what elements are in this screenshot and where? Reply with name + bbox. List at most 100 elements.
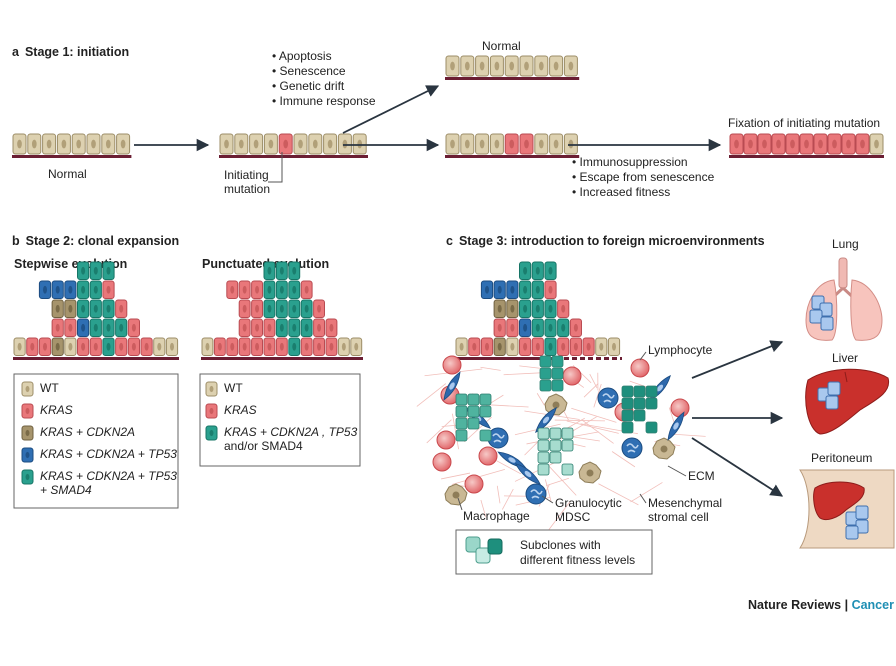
epithelial-cell (249, 133, 264, 155)
punctuated-legend-box (199, 373, 361, 467)
epithelial-cell (64, 280, 77, 299)
lymphocyte-pointer (639, 351, 647, 361)
negative-forces-list: • Apoptosis • Senescence • Genetic drift… (272, 49, 376, 108)
peritoneum-icon (799, 469, 895, 549)
epithelial-cell (595, 337, 608, 356)
liver-metastasis-icon (817, 381, 841, 410)
subclone-legend-line-2: different fitness levels (520, 553, 635, 567)
epithelial-cell (238, 299, 251, 318)
epithelial-cell (12, 133, 27, 155)
epithelial-cell (77, 299, 90, 318)
epithelial-cell (234, 133, 249, 155)
subclone-cluster (537, 427, 574, 476)
epithelial-cell (275, 261, 288, 280)
epithelial-cell (506, 299, 519, 318)
epithelial-cell (519, 337, 532, 356)
epithelial-cell (544, 261, 557, 280)
epithelial-cell (300, 299, 313, 318)
epithelial-cell (489, 133, 504, 155)
epithelial-cell (468, 337, 481, 356)
epithelial-cell (115, 318, 128, 337)
epithelial-cell (89, 280, 102, 299)
epithelial-cell (251, 318, 264, 337)
epithelial-cell (275, 318, 288, 337)
upper-normal-label: Normal (482, 39, 521, 53)
epithelial-cell (300, 280, 313, 299)
epithelial-cell (460, 133, 475, 155)
epithelial-cell (64, 299, 77, 318)
epithelial-cell (288, 318, 301, 337)
epithelial-cell (531, 261, 544, 280)
mdsc-cell (525, 483, 547, 505)
subclone-legend-line-1: Subclones with (520, 538, 601, 552)
epithelial-cell (300, 337, 313, 356)
basement-membrane (455, 357, 555, 360)
epithelial-cell (352, 133, 367, 155)
epithelial-cell (77, 261, 90, 280)
epithelial-cell (519, 299, 532, 318)
epithelial-cell (293, 133, 308, 155)
epithelial-cell (813, 133, 828, 155)
force-item: • Increased fitness (572, 185, 670, 199)
epithelial-cell (531, 318, 544, 337)
epithelial-cell (201, 337, 214, 356)
epithelial-cell (455, 337, 468, 356)
epithelial-cell (493, 318, 506, 337)
epithelial-cell (531, 337, 544, 356)
epithelial-cell (493, 280, 506, 299)
legend-label: KRAS + CDKN2A + TP53 (40, 469, 177, 483)
epithelial-cell (323, 133, 338, 155)
epithelial-cell (263, 337, 276, 356)
epithelial-cell (729, 133, 744, 155)
legend-label: KRAS (224, 403, 257, 417)
epithelial-cell (51, 299, 64, 318)
legend-label: KRAS (40, 403, 73, 417)
epithelial-cell (102, 299, 115, 318)
epithelial-cell (77, 318, 90, 337)
epithelial-cell (531, 299, 544, 318)
basement-membrane (445, 77, 580, 80)
epithelial-cell (855, 133, 870, 155)
organ-label-liver: Liver (832, 351, 858, 365)
epithelial-cell (263, 261, 276, 280)
legend-label: WT (40, 381, 59, 395)
macrophage-cell (652, 437, 676, 460)
epithelium-normal (12, 133, 132, 158)
epithelial-cell (549, 133, 564, 155)
epithelial-cell (213, 337, 226, 356)
epithelial-cell (278, 133, 293, 155)
epithelial-cell (519, 133, 534, 155)
initiating-pointer (268, 152, 283, 183)
basement-membrane (729, 155, 884, 158)
epithelial-cell (38, 337, 52, 356)
microenvironment-cells (432, 355, 690, 506)
stepwise-cell-stack (13, 261, 179, 360)
epithelial-cell (275, 337, 288, 356)
epithelial-cell (582, 337, 595, 356)
epithelial-cell (115, 337, 128, 356)
epithelial-cell (569, 337, 582, 356)
epithelial-cell (841, 133, 856, 155)
epithelial-cell (77, 280, 90, 299)
organ-label-peritoneum: Peritoneum (811, 451, 872, 465)
epithelial-cell (504, 133, 519, 155)
epithelial-cell (531, 280, 544, 299)
epithelial-cell (519, 318, 532, 337)
epithelial-cell (205, 381, 218, 397)
epithelial-cell (51, 280, 64, 299)
lymphocyte-label: Lymphocyte (648, 343, 713, 357)
epithelial-cell (140, 337, 153, 356)
epithelial-cell (89, 299, 102, 318)
epithelial-cell (42, 133, 57, 155)
epithelial-cell (288, 280, 301, 299)
epithelial-cell (544, 337, 557, 356)
epithelial-cell (263, 133, 278, 155)
epithelial-cell (205, 403, 218, 419)
epithelial-cell (89, 318, 102, 337)
granulocytic-label-1: Granulocytic (555, 496, 622, 510)
legend-label: WT (224, 381, 243, 395)
epithelial-cell (251, 337, 264, 356)
epithelial-cell (263, 299, 276, 318)
